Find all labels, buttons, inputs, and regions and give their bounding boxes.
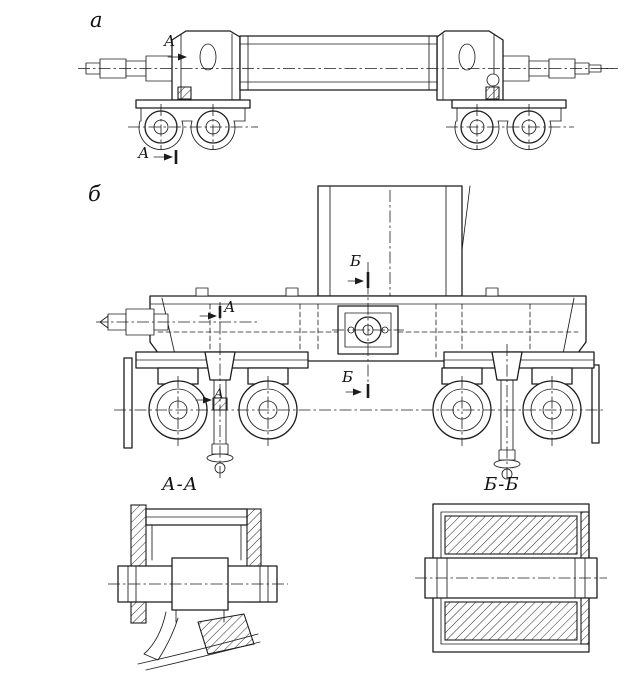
end-bracket-right	[436, 30, 504, 101]
cut-label-a2-bottom: А	[214, 387, 224, 402]
cross-beam	[239, 35, 438, 91]
cut-arrow-b-bottom	[345, 384, 370, 398]
section-aa-drawing	[108, 504, 288, 671]
cut-arrow-a-bottom	[153, 150, 178, 164]
top-channel	[145, 508, 248, 526]
wheel-flange-section	[137, 609, 261, 671]
roller-top-section	[444, 515, 578, 555]
gland-detail	[485, 86, 500, 100]
cut-label-a-top: А	[164, 32, 176, 50]
wheel-unit-right	[451, 99, 567, 150]
mast-column	[317, 185, 471, 297]
roller-bottom-section	[444, 601, 578, 641]
view-a-label: а	[90, 8, 103, 32]
end-bracket-left	[171, 30, 241, 101]
gland-detail	[177, 86, 192, 100]
cut-label-a-bottom: А	[138, 144, 150, 162]
view-b-label: б	[88, 182, 101, 206]
bogie-right	[432, 351, 600, 451]
cut-label-b-bottom: Б	[342, 368, 354, 386]
side-plate-left	[130, 504, 147, 624]
cut-arrow-a2-bottom	[195, 396, 212, 404]
section-bb-title: Б-Б	[484, 474, 520, 495]
view-a-drawing	[78, 30, 618, 164]
section-bb-drawing	[415, 503, 607, 653]
section-aa-title: А-А	[162, 474, 199, 495]
rail-section	[197, 613, 255, 655]
cut-label-b-top: Б	[350, 252, 362, 270]
view-b-drawing	[96, 185, 606, 482]
cut-arrow-a-top	[167, 53, 187, 61]
wheel-unit-left	[135, 99, 251, 150]
cut-label-a2-top: А	[224, 298, 236, 316]
